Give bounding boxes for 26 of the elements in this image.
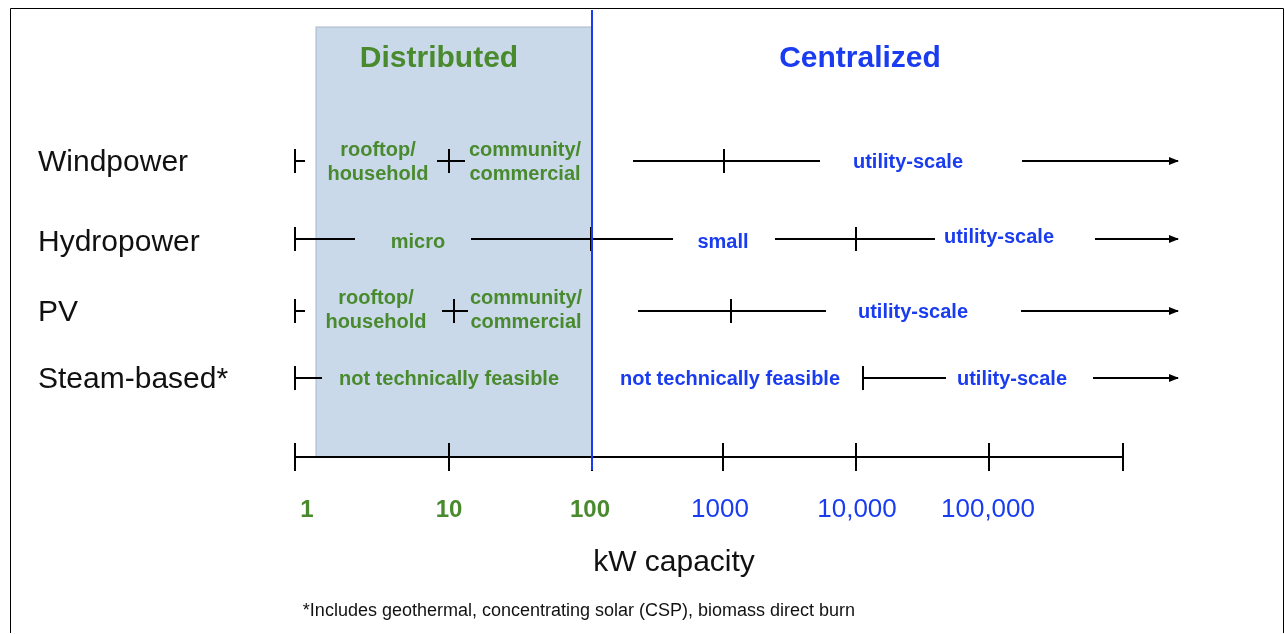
axis-title: kW capacity — [593, 543, 755, 579]
axis-tick-label: 10,000 — [817, 494, 897, 524]
axis-tick-label: 100,000 — [941, 494, 1035, 524]
section-heading: Centralized — [779, 39, 941, 75]
section-heading: Distributed — [359, 39, 519, 75]
range-label: not technically feasible — [619, 366, 841, 390]
axis-tick-label: 1000 — [691, 494, 749, 524]
range-label: not technically feasible — [338, 366, 560, 390]
axis-tick-label: 100 — [570, 495, 610, 523]
range-label: utility-scale — [944, 224, 1054, 248]
footnote: *Includes geothermal, concentrating solar (CSP), biomass direct burn — [302, 599, 856, 621]
range-label: rooftop/ household — [324, 285, 428, 333]
row-label: Windpower — [38, 143, 189, 179]
row-label: Steam-based* — [38, 360, 229, 396]
row-label: Hydropower — [38, 223, 200, 259]
range-label: utility-scale — [858, 299, 968, 323]
range-label: community/ commercial — [467, 137, 583, 185]
range-label: rooftop/ household — [326, 137, 430, 185]
range-label: utility-scale — [957, 366, 1067, 390]
range-label: community/ commercial — [468, 285, 584, 333]
axis-tick-label: 1 — [300, 495, 314, 523]
range-label: micro — [390, 229, 446, 253]
row-label: PV — [38, 293, 79, 329]
axis-tick-label: 10 — [435, 495, 463, 523]
range-label: small — [697, 229, 749, 253]
range-label: utility-scale — [853, 149, 963, 173]
